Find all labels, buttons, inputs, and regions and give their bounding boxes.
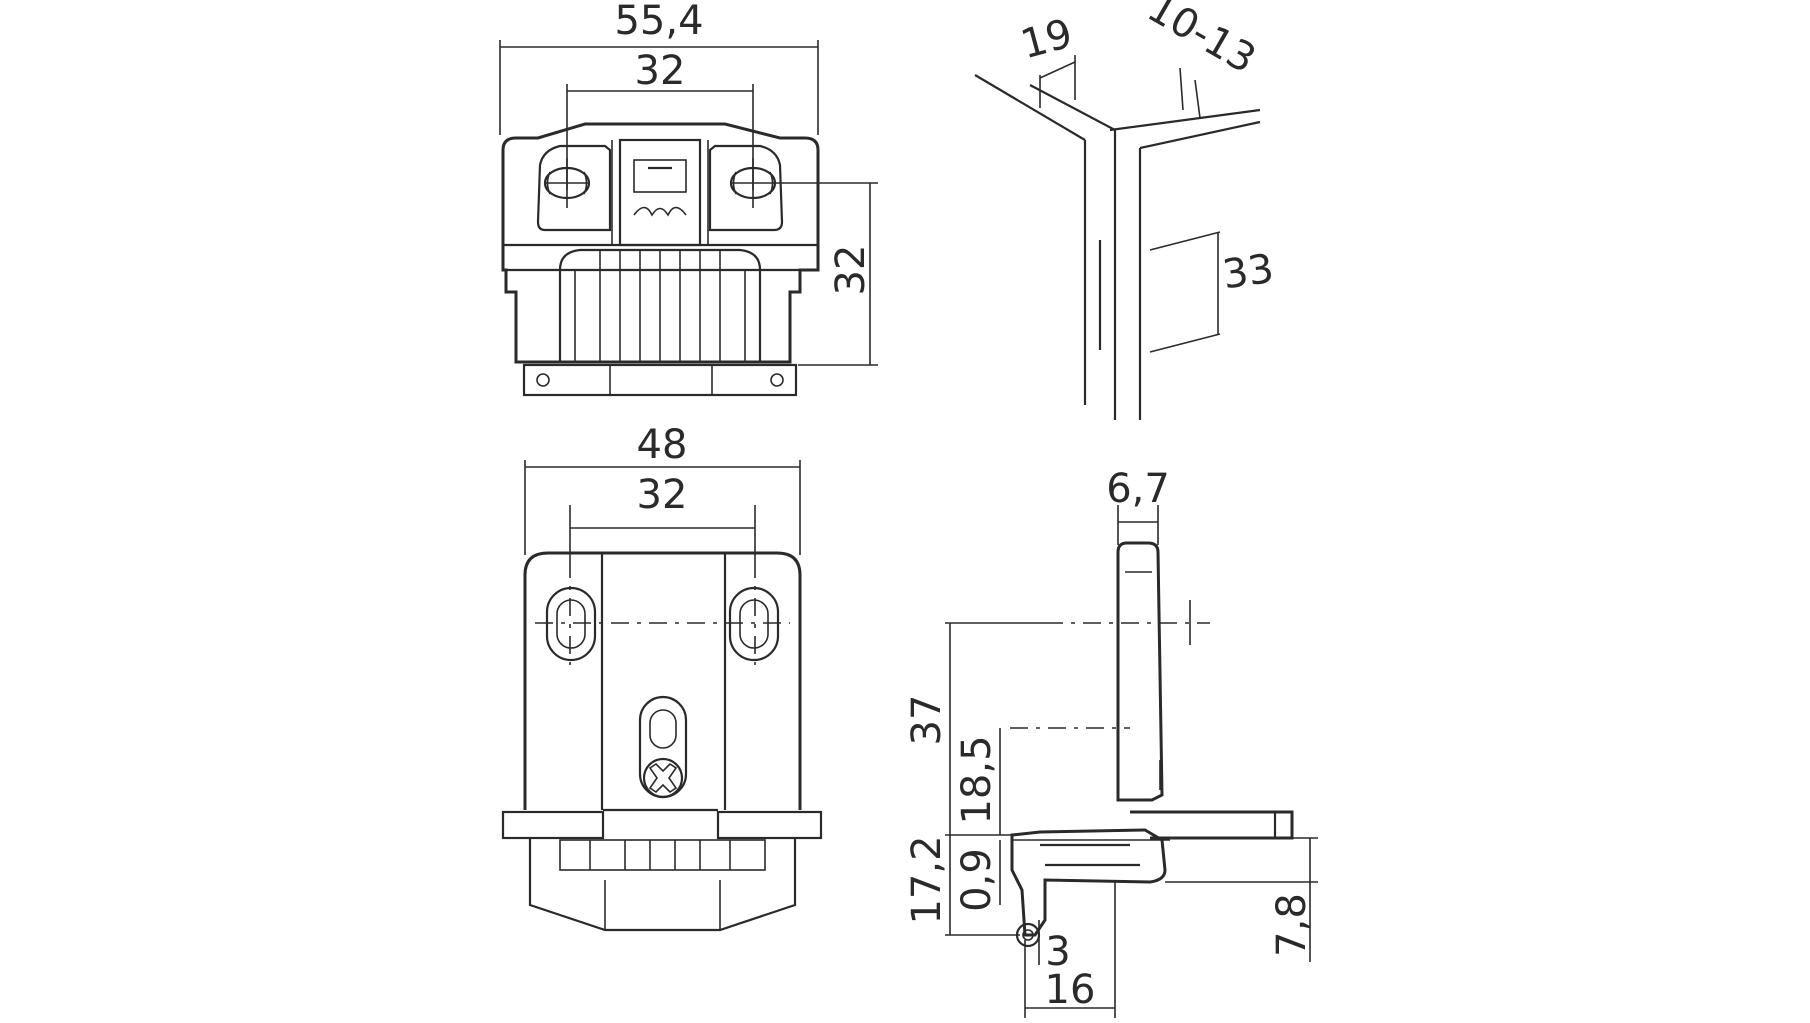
dim-32-top: 32 bbox=[635, 48, 686, 94]
slot-right-icon bbox=[728, 586, 780, 662]
dim-33: 33 bbox=[1220, 246, 1277, 299]
screw-right-icon bbox=[729, 158, 777, 208]
dim-17-2: 17,2 bbox=[904, 835, 950, 924]
screw-left-icon bbox=[543, 158, 591, 208]
phillips-screw-icon bbox=[642, 757, 684, 799]
dim-18-5: 18,5 bbox=[954, 735, 1000, 824]
dim-19: 19 bbox=[1016, 11, 1077, 69]
dim-32-vertical: 32 bbox=[828, 245, 874, 296]
dim-6-7: 6,7 bbox=[1106, 466, 1170, 512]
dim-3: 3 bbox=[1045, 929, 1070, 975]
slot-left-icon bbox=[545, 586, 597, 662]
dim-7-8: 7,8 bbox=[1269, 893, 1315, 957]
top-front-view: 55,4 32 bbox=[499, 0, 878, 397]
dim-32-bottom: 32 bbox=[637, 472, 688, 518]
dim-16: 16 bbox=[1045, 967, 1096, 1013]
side-view: 6,7 37 18,5 17,2 0,9 3 bbox=[904, 466, 1318, 1018]
dim-10-13: 10-13 bbox=[1140, 0, 1264, 83]
corner-detail-view: 19 10-13 33 bbox=[974, 0, 1277, 420]
dim-48: 48 bbox=[637, 422, 688, 468]
dim-0-9: 0,9 bbox=[954, 848, 1000, 912]
dim-55-4: 55,4 bbox=[614, 0, 703, 44]
bottom-front-view: 48 32 bbox=[501, 422, 823, 932]
dim-37: 37 bbox=[904, 695, 950, 746]
